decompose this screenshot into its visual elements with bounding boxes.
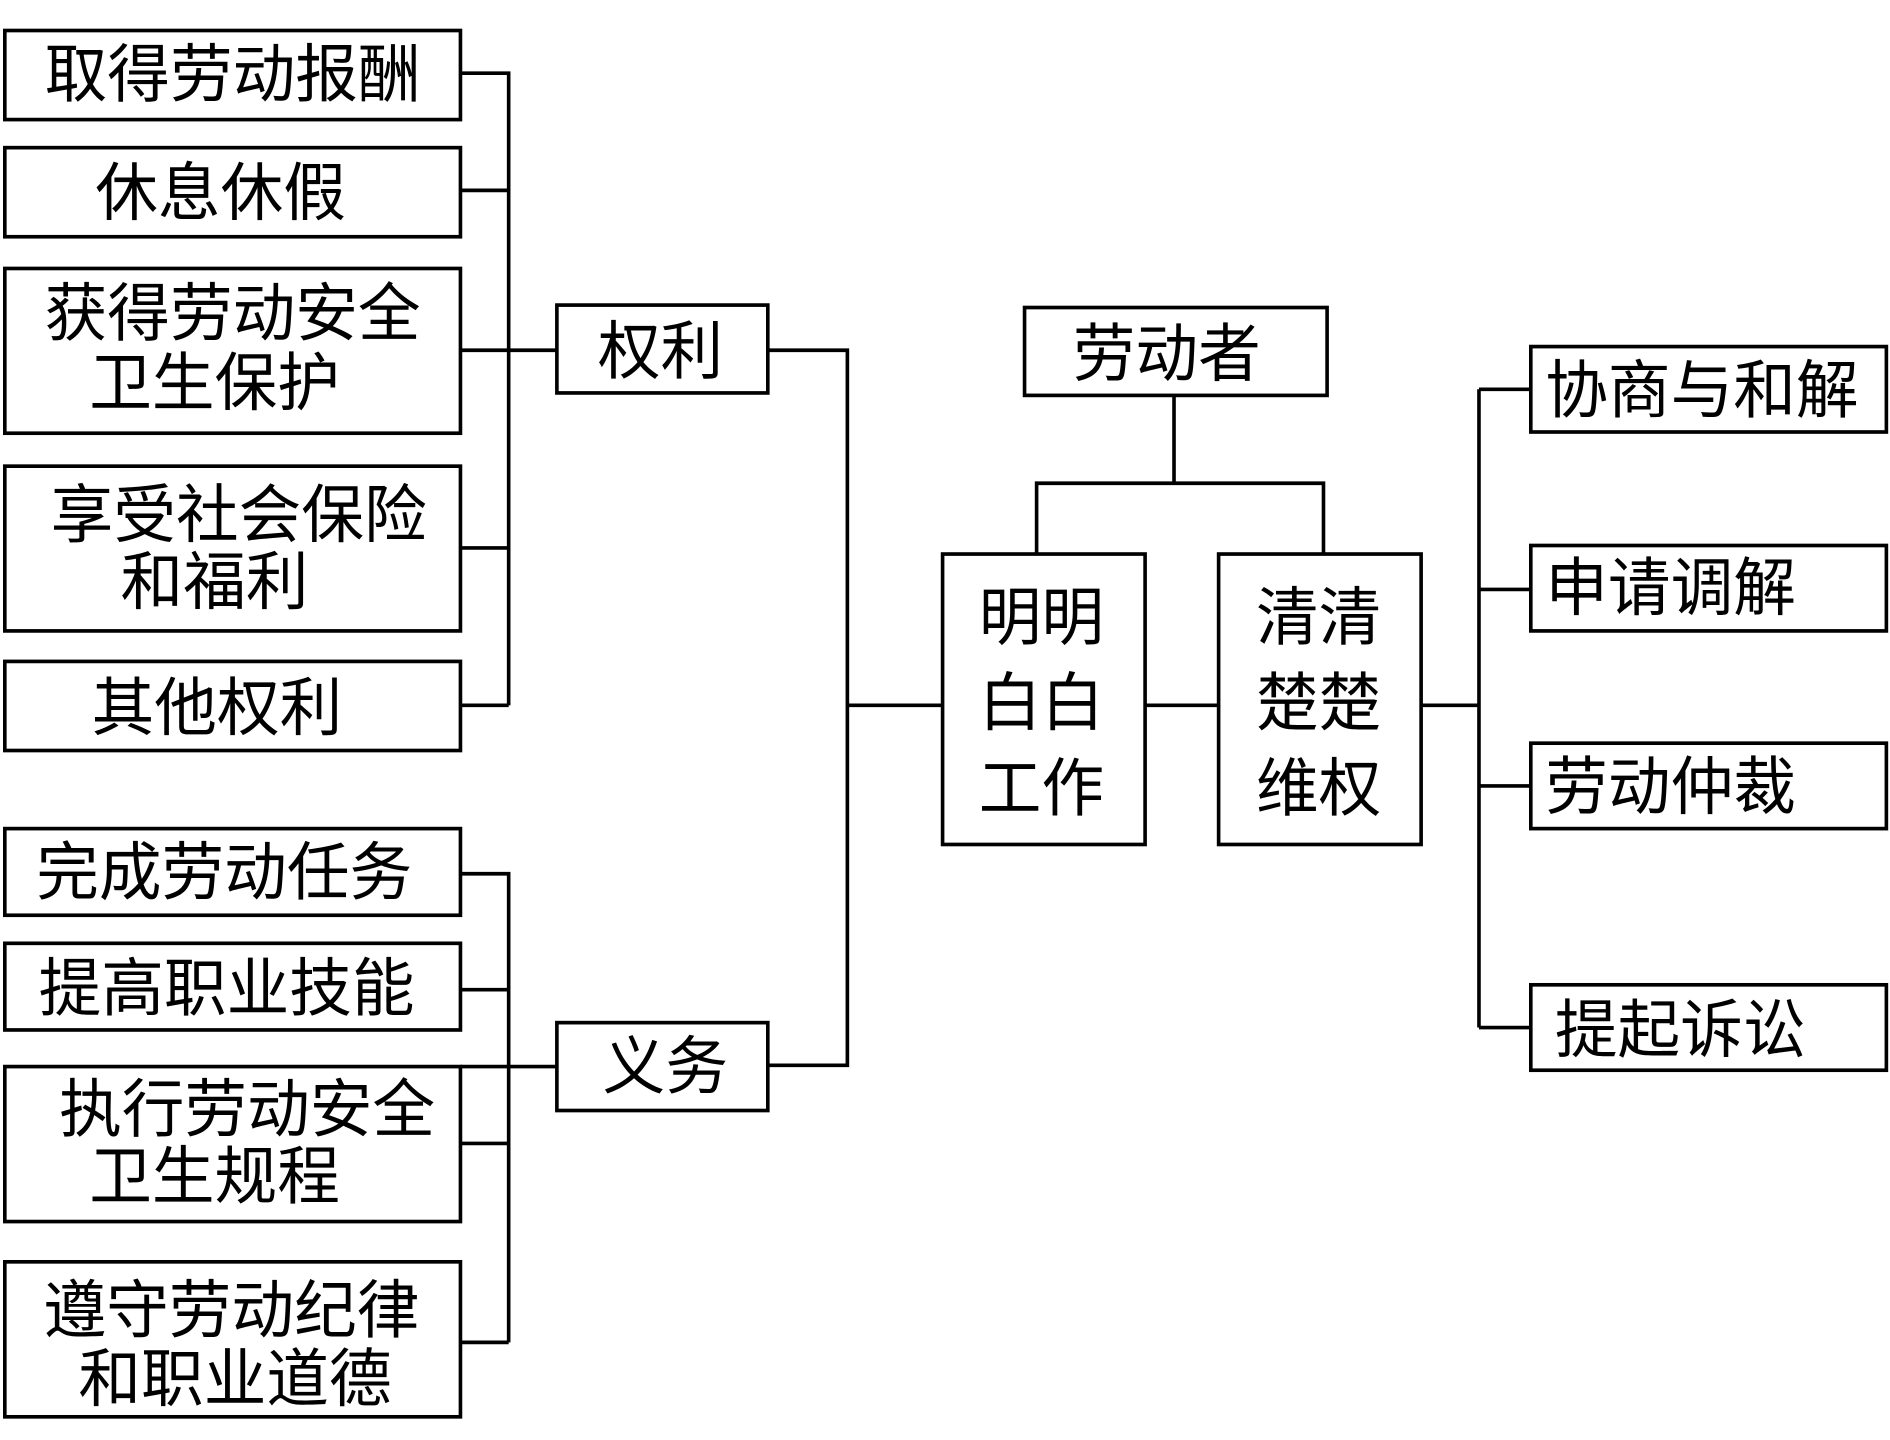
- svg-text:劳动仲裁: 劳动仲裁: [1545, 750, 1796, 824]
- duty-item: 完成劳动任务: [3, 826, 463, 918]
- svg-text:义务: 义务: [603, 1029, 728, 1103]
- remedy-item: 劳动仲裁: [1528, 741, 1889, 831]
- remedy-item: 申请调解: [1528, 543, 1889, 633]
- svg-text:完成劳动任务: 完成劳动任务: [36, 835, 412, 909]
- work-box: 明明 白白 工作: [940, 552, 1147, 847]
- svg-text:劳动者: 劳动者: [1073, 317, 1261, 391]
- svg-text:清清: 清清: [1256, 580, 1381, 654]
- remedy-item: 协商与和解: [1528, 344, 1889, 434]
- root-box: 劳动者: [1022, 305, 1329, 398]
- svg-text:获得劳动安全: 获得劳动安全: [45, 276, 421, 350]
- rights-protection-box: 清清 楚楚 维权: [1216, 552, 1423, 847]
- remedy-item: 提起诉讼: [1528, 982, 1889, 1073]
- svg-text:休息休假: 休息休假: [95, 155, 346, 229]
- connectors: [460, 71, 1531, 1345]
- duties-box: 义务: [555, 1020, 770, 1113]
- svg-text:权利: 权利: [598, 314, 723, 388]
- svg-text:和职业道德: 和职业道德: [78, 1342, 391, 1416]
- svg-text:楚楚: 楚楚: [1256, 666, 1381, 740]
- svg-text:卫生规程: 卫生规程: [89, 1139, 340, 1213]
- svg-text:白白: 白白: [979, 666, 1104, 740]
- svg-text:工作: 工作: [979, 751, 1104, 825]
- svg-text:其他权利: 其他权利: [92, 670, 343, 744]
- svg-text:享受社会保险: 享受社会保险: [51, 478, 427, 552]
- rights-box: 权利: [555, 303, 770, 395]
- svg-text:执行劳动安全: 执行劳动安全: [59, 1072, 435, 1146]
- svg-text:卫生保护: 卫生保护: [89, 346, 340, 420]
- duty-item: 提高职业技能: [3, 941, 463, 1032]
- right-item: 其他权利: [3, 659, 463, 753]
- svg-text:明明: 明明: [979, 580, 1104, 654]
- svg-text:提起诉讼: 提起诉讼: [1555, 993, 1806, 1067]
- svg-text:遵守劳动纪律: 遵守劳动纪律: [43, 1273, 419, 1347]
- svg-text:取得劳动报酬: 取得劳动报酬: [45, 37, 421, 111]
- svg-text:申请调解: 申请调解: [1545, 551, 1796, 625]
- svg-text:协商与和解: 协商与和解: [1545, 353, 1858, 427]
- svg-text:提高职业技能: 提高职业技能: [39, 951, 415, 1025]
- right-item: 休息休假: [3, 145, 463, 239]
- svg-text:和福利: 和福利: [121, 545, 309, 619]
- right-item: 取得劳动报酬: [3, 28, 463, 122]
- svg-text:维权: 维权: [1256, 751, 1381, 825]
